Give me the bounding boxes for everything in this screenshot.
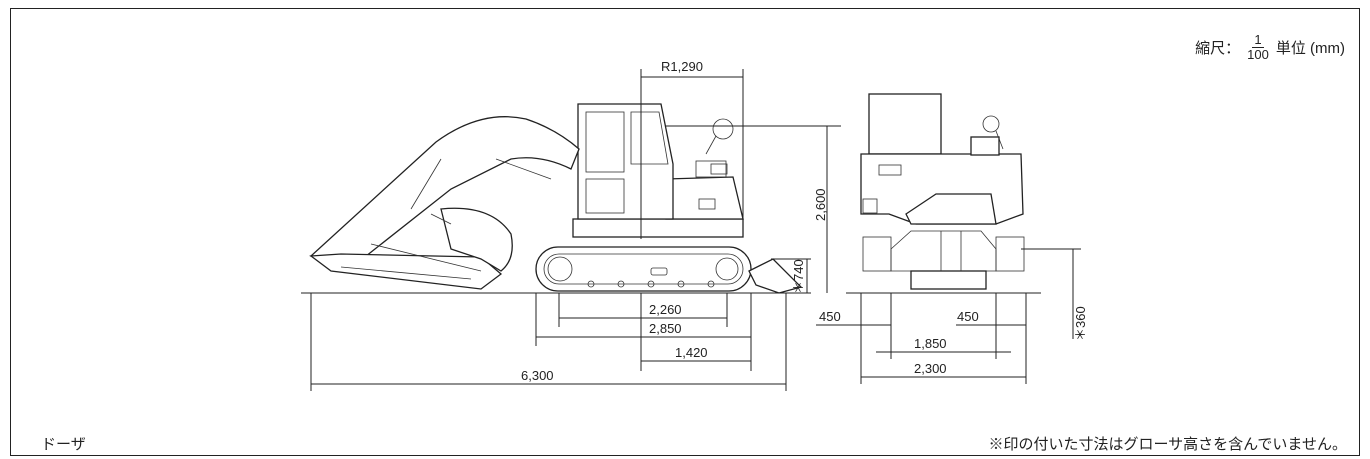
caption-note: ※印の付いた寸法はグローサ高さを含んでいません。 [988, 436, 1347, 453]
cab [577, 103, 674, 220]
upper-frame [572, 218, 744, 238]
crawler-track [535, 246, 752, 292]
dim-450-right: 450 [957, 309, 979, 324]
dim-1420: 1,420 [675, 345, 708, 360]
boom [309, 116, 580, 265]
engine-hood [665, 176, 744, 220]
caption-dozer: ドーザ [41, 436, 86, 453]
dim-2850: 2,850 [649, 321, 682, 336]
dim-2300: 2,300 [914, 361, 947, 376]
front-blade [910, 270, 987, 290]
scale-label: 縮尺： [1195, 40, 1241, 57]
front-track-left [862, 236, 892, 272]
bucket [440, 207, 513, 272]
excavator-front-view [860, 93, 1025, 290]
dim-6300: 6,300 [521, 368, 554, 383]
dim-height: 2,600 [813, 188, 828, 221]
excavator-drawing: R1,290 2,600 ＊740 2,260 2,850 1,420 [301, 59, 1088, 391]
dozer-blade [748, 258, 803, 294]
dim-dozer-height: ＊740 [791, 259, 806, 294]
front-cab [868, 93, 942, 155]
scale-denominator: 100 [1247, 47, 1269, 62]
dim-450-left: 450 [819, 309, 841, 324]
scale-fraction: 1 100 [1247, 33, 1269, 62]
dimension-lines: R1,290 2,600 ＊740 2,260 2,850 1,420 [310, 59, 1088, 391]
dim-1850: 1,850 [914, 336, 947, 351]
arm [309, 253, 503, 290]
excavator-side-view [309, 103, 803, 294]
drawing-frame: 縮尺： 1 100 単位 (mm) [10, 8, 1360, 456]
scale-numerator: 1 [1252, 32, 1264, 48]
dim-ground-clearance: ＊360 [1073, 306, 1088, 341]
dim-radius: R1,290 [661, 59, 703, 74]
dim-2260: 2,260 [649, 302, 682, 317]
front-track-right [995, 236, 1025, 272]
scale-note: 縮尺： 1 100 単位 (mm) [1195, 33, 1345, 62]
scale-unit: 単位 (mm) [1275, 40, 1345, 57]
